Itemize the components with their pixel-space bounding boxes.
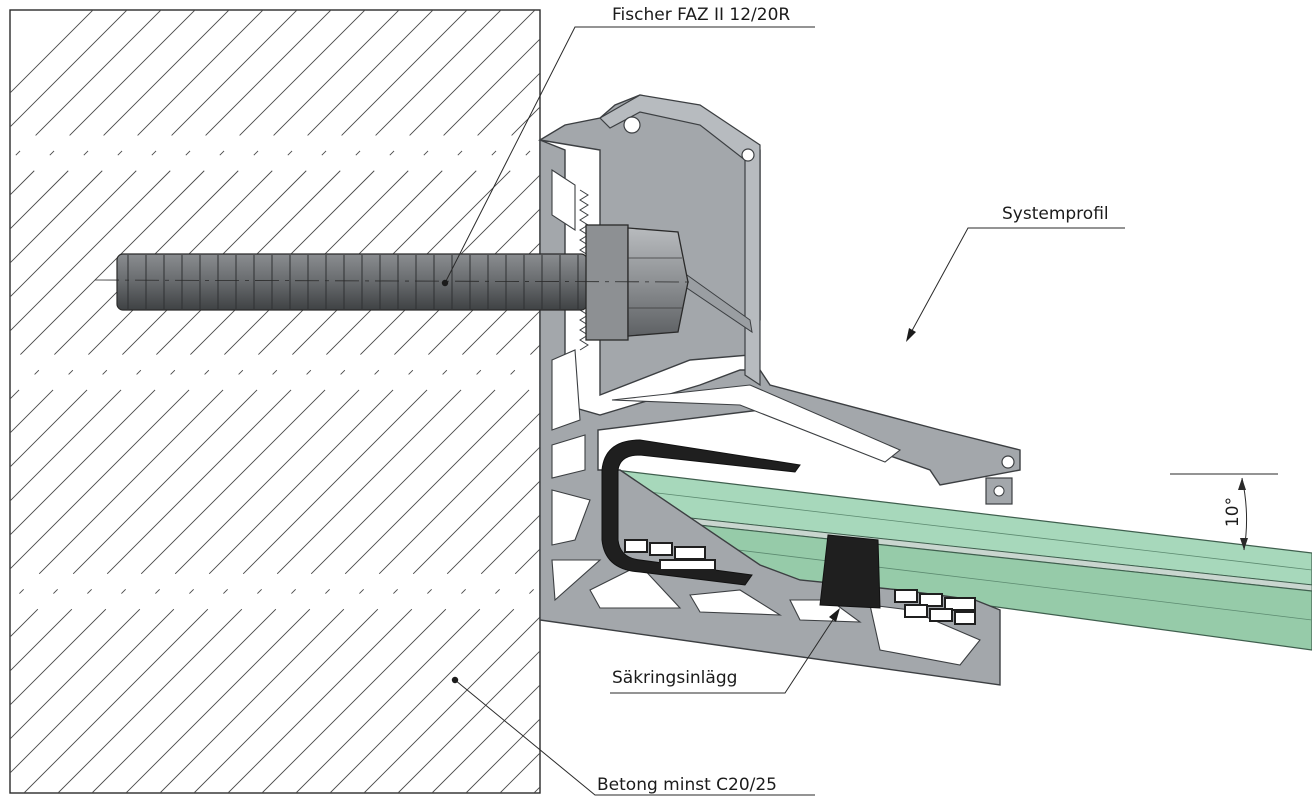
- profile-cavity: [551, 349, 581, 431]
- leader-line: [610, 611, 839, 694]
- hatch-line: [10, 174, 540, 706]
- profile-cavity: [611, 384, 902, 463]
- seal-cell: [904, 604, 928, 618]
- leader-line: [907, 227, 1125, 339]
- leader-concrete: Betong minst C20/25: [451, 676, 815, 796]
- seal-cell: [624, 539, 648, 553]
- hatch-line: [57, 310, 540, 793]
- anchor-label: Fischer FAZ II 12/20R: [612, 5, 790, 25]
- angle-dimension: 10°: [1170, 473, 1278, 551]
- concrete-outline: [9, 9, 541, 794]
- aluminium-profile: [538, 94, 1021, 686]
- hatch-line: [10, 10, 298, 298]
- hatch-line: [125, 378, 540, 793]
- anchor-bolt: [94, 224, 691, 341]
- profile-cavities: [551, 168, 981, 666]
- profile-cavity: [869, 604, 981, 666]
- hatch-line: [10, 10, 332, 332]
- glass-panel: [614, 469, 1312, 651]
- hatch-line: [10, 10, 264, 264]
- bolt-center-line: [94, 279, 691, 283]
- leader-insert: Säkringsinlägg: [610, 608, 840, 694]
- seal-cell: [674, 546, 706, 560]
- profile-cavity: [551, 434, 586, 479]
- leader-dot: [451, 676, 459, 684]
- profile-cavity: [789, 599, 862, 623]
- hatch-line: [10, 38, 540, 570]
- hatch-line: [10, 10, 366, 366]
- seal-cell: [929, 608, 953, 622]
- insert-label: Säkringsinlägg: [612, 668, 737, 688]
- hatch-line: [10, 242, 540, 774]
- glass-gasket: [601, 439, 976, 625]
- hatch-line: [10, 10, 400, 400]
- profile-cavity: [551, 559, 602, 602]
- drip-clip: [985, 455, 1015, 505]
- gasket-u-profile: [601, 439, 801, 586]
- hatch-line: [10, 106, 540, 638]
- hatch-line: [10, 10, 196, 196]
- hatch-line: [91, 344, 540, 793]
- seal-cell: [659, 559, 716, 571]
- leader-line: [444, 26, 815, 284]
- leader-arrowhead: [906, 328, 916, 342]
- profile-cavity: [689, 589, 783, 616]
- drip-clip-hole: [993, 485, 1005, 497]
- concrete-label: Betong minst C20/25: [597, 775, 777, 795]
- bolt-washer: [585, 224, 629, 341]
- hatch-line: [295, 548, 540, 793]
- hatch-line: [159, 412, 540, 793]
- profile-cavity: [551, 168, 576, 232]
- hatch-line: [193, 446, 540, 793]
- bolt-shaft: [116, 253, 588, 311]
- hatch-line: [10, 10, 468, 468]
- profile-clip-lug: [741, 148, 755, 162]
- drip-clip-hook: [1001, 455, 1015, 469]
- leader-dot: [441, 279, 449, 287]
- hatch-line: [10, 10, 536, 536]
- profile-clip-lug: [623, 116, 641, 134]
- seal-cell: [954, 611, 976, 625]
- gasket-seal: [624, 539, 976, 625]
- leader-anchor: Fischer FAZ II 12/20R: [441, 5, 815, 287]
- hatch-line: [363, 616, 540, 793]
- profile-label: Systemprofil: [1002, 204, 1109, 224]
- concrete-wall: [9, 9, 541, 794]
- profile-cavity: [551, 489, 591, 546]
- angle-arrowhead: [1238, 478, 1246, 490]
- angle-label: 10°: [1223, 497, 1243, 527]
- hatch-line: [10, 10, 434, 434]
- glass-edge-line: [614, 487, 1312, 571]
- safety-insert-block: [819, 534, 881, 609]
- seal-cell: [649, 542, 673, 556]
- hatch-line: [10, 72, 540, 604]
- seal-cell: [894, 589, 918, 603]
- seal-cell: [944, 597, 976, 611]
- hatch-line: [10, 140, 540, 672]
- hatch-line: [10, 10, 162, 162]
- hatch-line: [261, 514, 540, 793]
- hatch-line: [397, 650, 540, 793]
- leader-arrowhead: [829, 608, 840, 622]
- hatch-line: [10, 10, 502, 502]
- profile-cavity: [589, 564, 682, 609]
- angle-arrowhead: [1240, 538, 1248, 550]
- seal-cell: [919, 593, 943, 607]
- leader-profile: Systemprofil: [906, 204, 1125, 342]
- hatch-line: [10, 208, 540, 740]
- leader-line: [454, 679, 815, 796]
- hatch-line: [10, 10, 230, 230]
- hatch-line: [23, 276, 540, 793]
- concrete-hatching: [10, 10, 540, 793]
- hatch-line: [329, 582, 540, 793]
- hatch-line: [227, 480, 540, 793]
